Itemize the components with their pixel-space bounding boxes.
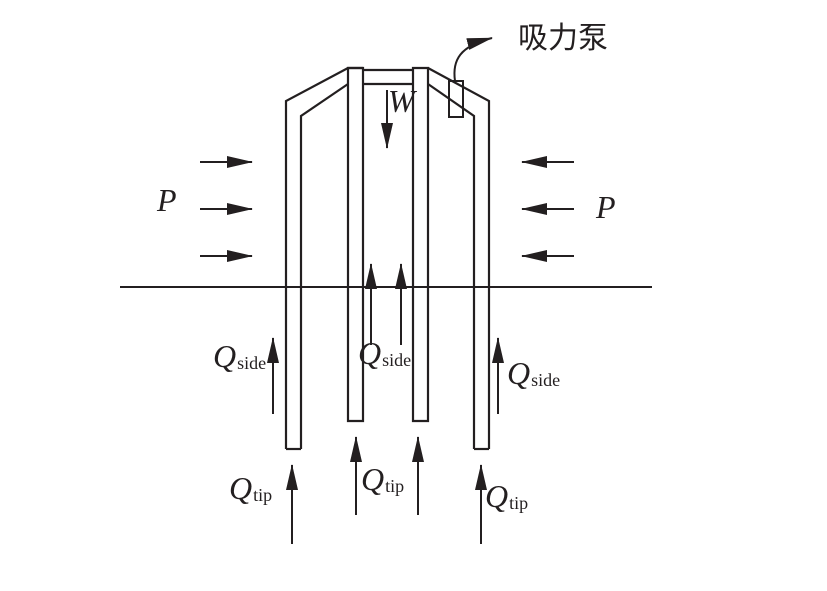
tip-flow-label-right: Qtip: [485, 478, 528, 514]
inner-wall-left: [346, 66, 365, 423]
pump-outlet-arrow: [453, 37, 493, 82]
pressure-arrows-right: [521, 156, 574, 262]
side-flow-label-left: Qside: [213, 338, 266, 374]
outer-wall-left: [284, 66, 363, 449]
side-flow-arrows: [267, 263, 504, 414]
tip-flow-label-left: Qtip: [229, 470, 272, 506]
tip-flow-label-center: Qtip: [361, 461, 404, 497]
weight-label: W: [388, 83, 418, 119]
inner-wall-right: [411, 66, 430, 423]
pump-body: [448, 80, 464, 118]
side-flow-label-center: Qside: [358, 335, 411, 371]
side-flow-label-right: Qside: [507, 355, 560, 391]
outer-wall-right-inner: [427, 83, 476, 449]
caisson-structure: [284, 66, 491, 451]
pressure-label-left: P: [156, 182, 177, 218]
tip-flow-arrows: [286, 436, 487, 544]
outer-wall-left-inner: [299, 83, 349, 449]
pump-label: 吸力泵: [518, 21, 608, 56]
outer-wall-right: [427, 67, 491, 449]
pressure-label-right: P: [595, 189, 616, 225]
pressure-arrows-left: [200, 156, 253, 262]
